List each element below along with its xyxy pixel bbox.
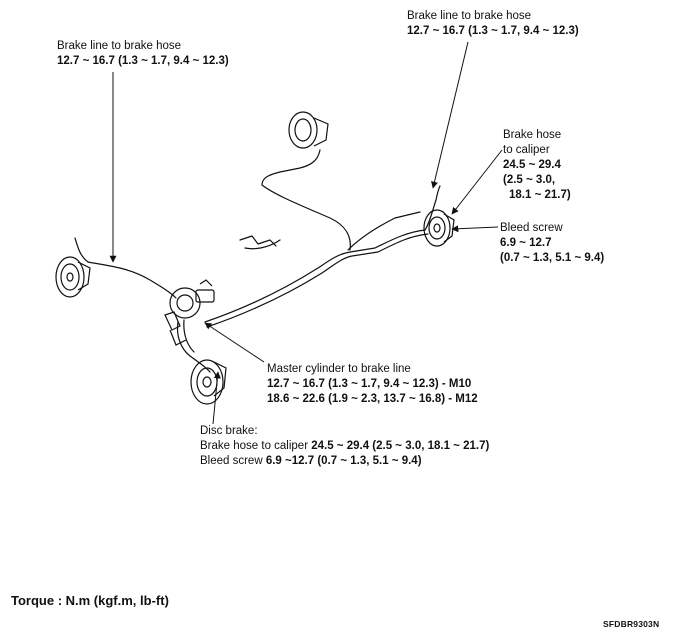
- main-brake-line: [204, 229, 426, 323]
- label-m10: 12.7 ~ 16.7 (1.3 ~ 1.7, 9.4 ~ 12.3) - M1…: [267, 378, 472, 390]
- leader-hose-caliper: [451, 149, 503, 215]
- leader-rear-right-hose: [431, 41, 469, 189]
- leader-bleed-screw: [451, 225, 499, 233]
- rear-right-hose: [424, 185, 441, 231]
- label-bleed-screw: Bleed screw 6.9 ~ 12.7 (0.7 ~ 1.3, 5.1 ~…: [500, 221, 604, 266]
- rear-right-disc: [423, 209, 455, 247]
- label-m12: 18.6 ~ 22.6 (1.9 ~ 2.3, 13.7 ~ 16.8) - M…: [267, 393, 478, 405]
- label-line3: 24.5 ~ 29.4: [503, 159, 561, 171]
- main-brake-line-2: [206, 233, 429, 328]
- label-title: Bleed screw: [500, 222, 563, 234]
- torque-units: Torque : N.m (kgf.m, lb-ft): [11, 593, 169, 608]
- label-title: Disc brake:: [200, 425, 258, 437]
- front-left-hose: [74, 237, 89, 263]
- leader-master-cylinder: [204, 322, 265, 363]
- front-right-line: [176, 321, 211, 373]
- rear-axle-line: [261, 184, 351, 251]
- label-line3: (0.7 ~ 1.3, 5.1 ~ 9.4): [500, 252, 605, 264]
- label-rear-right-line-hose: Brake line to brake hose 12.7 ~ 16.7 (1.…: [407, 9, 579, 39]
- rear-bracket-2: [244, 239, 281, 250]
- label-line2: 6.9 ~ 12.7: [500, 237, 552, 249]
- label-line1: Brake hose: [503, 129, 562, 141]
- front-left-line: [87, 261, 177, 299]
- label-hose-prefix: Brake hose to caliper: [200, 440, 312, 452]
- rear-line-to-left: [261, 149, 321, 186]
- label-bleed-prefix: Bleed screw: [200, 455, 266, 467]
- front-left-disc: [55, 256, 91, 298]
- rear-left-brake: [288, 111, 329, 149]
- label-hose-to-caliper: Brake hose to caliper 24.5 ~ 29.4 (2.5 ~…: [503, 128, 571, 203]
- front-right-line-2: [183, 319, 195, 353]
- label-hose-value: 24.5 ~ 29.4 (2.5 ~ 3.0, 18.1 ~ 21.7): [311, 440, 490, 452]
- label-disc-brake: Disc brake: Brake hose to caliper 24.5 ~…: [200, 424, 489, 469]
- front-right-disc: [190, 359, 227, 405]
- label-torque: 12.7 ~ 16.7 (1.3 ~ 1.7, 9.4 ~ 12.3): [407, 25, 579, 37]
- rear-bracket: [239, 235, 277, 247]
- label-hose-line: Brake hose to caliper 24.5 ~ 29.4 (2.5 ~…: [200, 439, 489, 454]
- label-torque: 12.7 ~ 16.7 (1.3 ~ 1.7, 9.4 ~ 12.3): [57, 55, 229, 67]
- label-title: Master cylinder to brake line: [267, 363, 411, 375]
- label-title: Brake line to brake hose: [407, 10, 532, 22]
- cross-line: [347, 211, 421, 251]
- label-line2: to caliper: [503, 144, 550, 156]
- label-bleed-value: 6.9 ~12.7 (0.7 ~ 1.3, 5.1 ~ 9.4): [265, 455, 422, 467]
- label-title: Brake line to brake hose: [57, 40, 182, 52]
- label-line4: (2.5 ~ 3.0,: [503, 174, 556, 186]
- figure-code: SFDBR9303N: [603, 619, 660, 629]
- label-rear-left-line-hose: Brake line to brake hose 12.7 ~ 16.7 (1.…: [57, 39, 229, 69]
- leader-disc-brake: [212, 371, 221, 425]
- label-line5: 18.1 ~ 21.7): [509, 189, 571, 201]
- label-bleed-line: Bleed screw 6.9 ~12.7 (0.7 ~ 1.3, 5.1 ~ …: [200, 454, 489, 469]
- master-cylinder: [164, 279, 215, 346]
- label-master-cylinder: Master cylinder to brake line 12.7 ~ 16.…: [267, 362, 478, 407]
